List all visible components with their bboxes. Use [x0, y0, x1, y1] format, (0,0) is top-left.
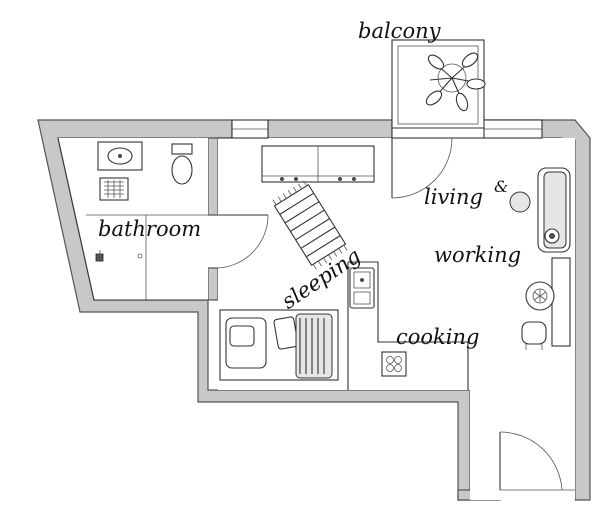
- label-cooking: cooking: [396, 325, 479, 349]
- sofa: [537, 167, 571, 253]
- kitchen-sink-icon: [349, 267, 375, 309]
- kitchen-cabinets: [261, 145, 375, 183]
- rug: [272, 180, 348, 270]
- side-table: [509, 191, 531, 213]
- balcony: [391, 39, 486, 139]
- chair: [521, 321, 547, 350]
- entrance-door: [499, 431, 575, 491]
- windows: [231, 119, 543, 139]
- bed: [219, 309, 339, 381]
- bath-mat-icon: [99, 177, 129, 201]
- balcony-plant-icon: [425, 52, 486, 112]
- label-bathroom: bathroom: [98, 217, 201, 241]
- balcony-door: [391, 137, 453, 199]
- bathroom: [86, 141, 269, 300]
- label-living: living: [424, 185, 483, 209]
- bathroom-door: [217, 214, 269, 269]
- toilet-icon: [171, 143, 193, 185]
- desk: [521, 257, 571, 350]
- label-ampersand: &: [494, 177, 508, 196]
- stove-icon: [381, 351, 407, 377]
- shower-area: [86, 214, 208, 300]
- label-working: working: [434, 243, 521, 267]
- label-balcony: balcony: [358, 19, 442, 43]
- kitchen-counter: [347, 261, 469, 390]
